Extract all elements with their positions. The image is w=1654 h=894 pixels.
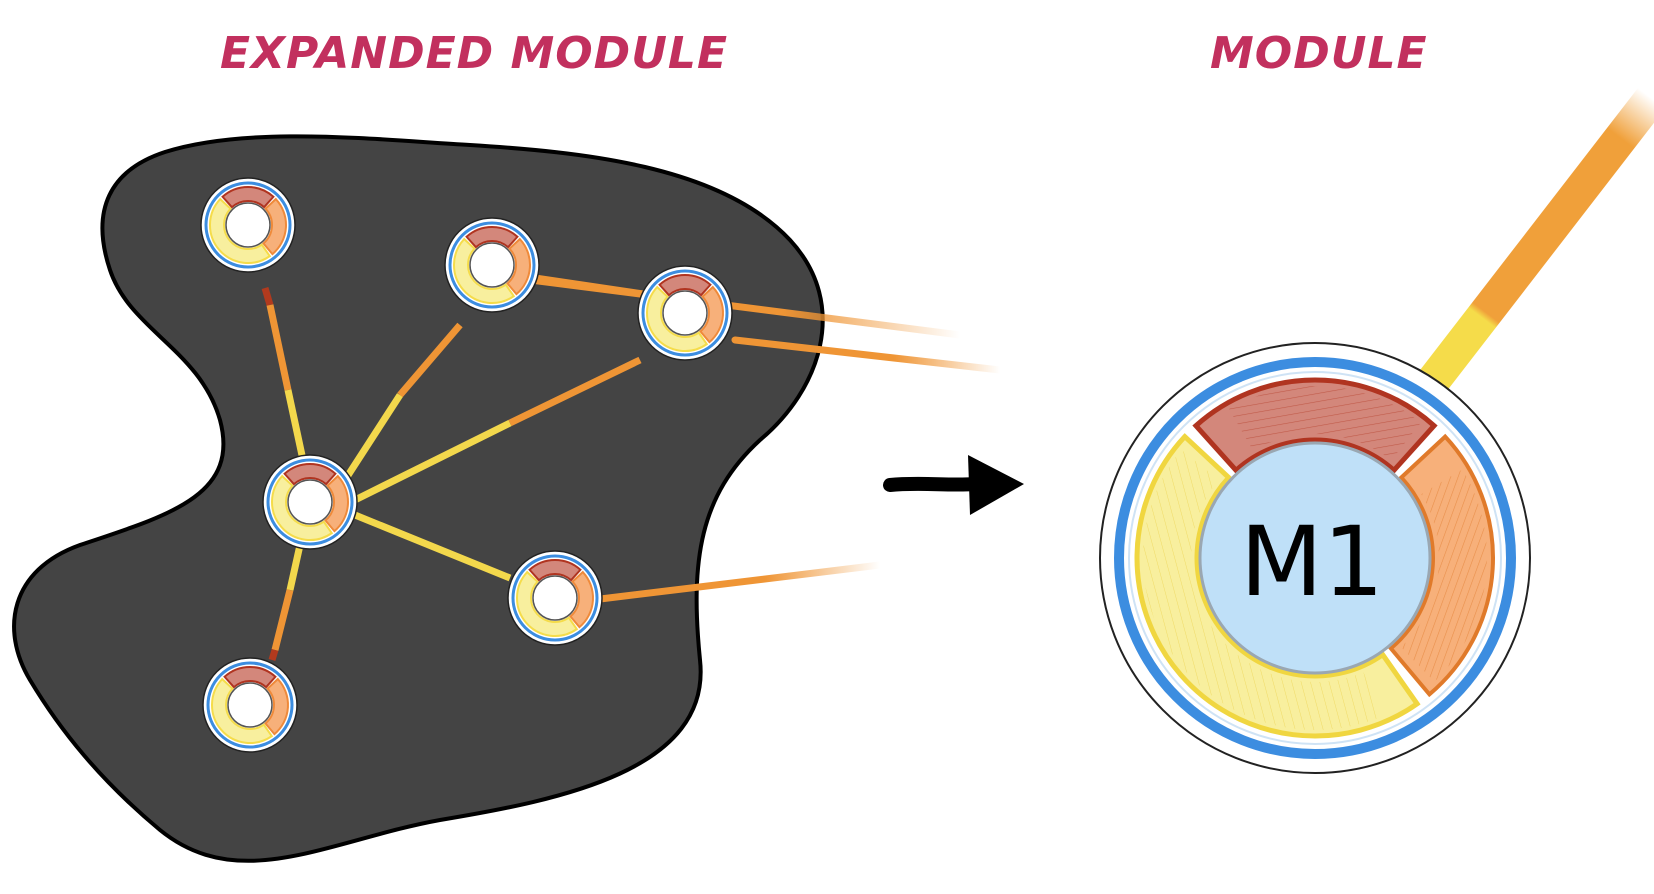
sub-module-core [532,575,578,621]
handle-bar [1416,84,1654,396]
edge-segment [397,322,463,398]
sub-module-segment-red [658,274,712,297]
edge-segment [508,356,642,427]
sub-module-segment-orange [569,570,594,629]
module-output-handle [1416,84,1654,396]
edge-segment [266,304,292,391]
edge-segment [284,389,307,461]
outgoing-edge-bottom [588,561,884,604]
sub-module-core [225,202,271,248]
module-inner-thin [1128,371,1502,745]
module-m1: M1 [1099,342,1531,774]
sub-module-segment-orange [262,197,287,256]
sub-module-segment-red [223,666,277,689]
module-segment-orange-hatch [1401,469,1487,682]
sub-module-node [202,657,298,753]
sub-module-segment-red [465,226,519,249]
sub-module-segment-yellow [271,474,334,541]
sub-module-segment-orange [324,474,349,533]
transform-arrow [883,455,1024,515]
sub-module-nodes [200,177,733,753]
module-segment-yellow-hatch [1143,449,1383,731]
sub-module-segment-orange [506,237,531,296]
sub-module-segment-yellow [209,197,272,264]
module-label: M1 [1240,506,1384,618]
edge-segment [268,648,279,662]
sub-module-node [200,177,296,273]
module-title: MODULE [1210,28,1428,79]
expanded-module-blob [12,134,825,863]
arrow-head [968,455,1024,515]
sub-module-segment-yellow [516,570,579,637]
sub-module-core [287,479,333,525]
sub-module-node [444,217,540,313]
sub-module-node [507,550,603,646]
outgoing-edge-middle [731,336,1004,374]
edge-segment [353,511,512,582]
edge-segment [286,544,304,591]
sub-module-node [262,454,358,550]
arrow-shaft [883,476,982,492]
sub-module-segment-yellow [646,285,709,352]
module-core [1198,441,1432,675]
edge-segment [534,274,651,299]
sub-module-core [469,242,515,288]
edge-segment [271,589,294,651]
sub-module-segment-red [283,463,337,486]
sub-module-node [637,265,733,361]
internal-edges [261,274,651,662]
edge-segment [261,287,274,306]
sub-module-core [662,290,708,336]
sub-module-segment-red [528,559,582,582]
sub-module-core [227,682,273,728]
expanded-module-title: EXPANDED MODULE [220,28,729,79]
edge-segment [342,393,403,482]
module-segment-red-hatch [1229,386,1421,461]
edge-segment [353,419,512,504]
sub-module-segment-yellow [211,677,274,744]
sub-module-segment-orange [264,677,289,736]
sub-module-segment-orange [699,285,724,344]
sub-module-segment-yellow [453,237,516,304]
sub-module-segment-red [221,186,275,209]
